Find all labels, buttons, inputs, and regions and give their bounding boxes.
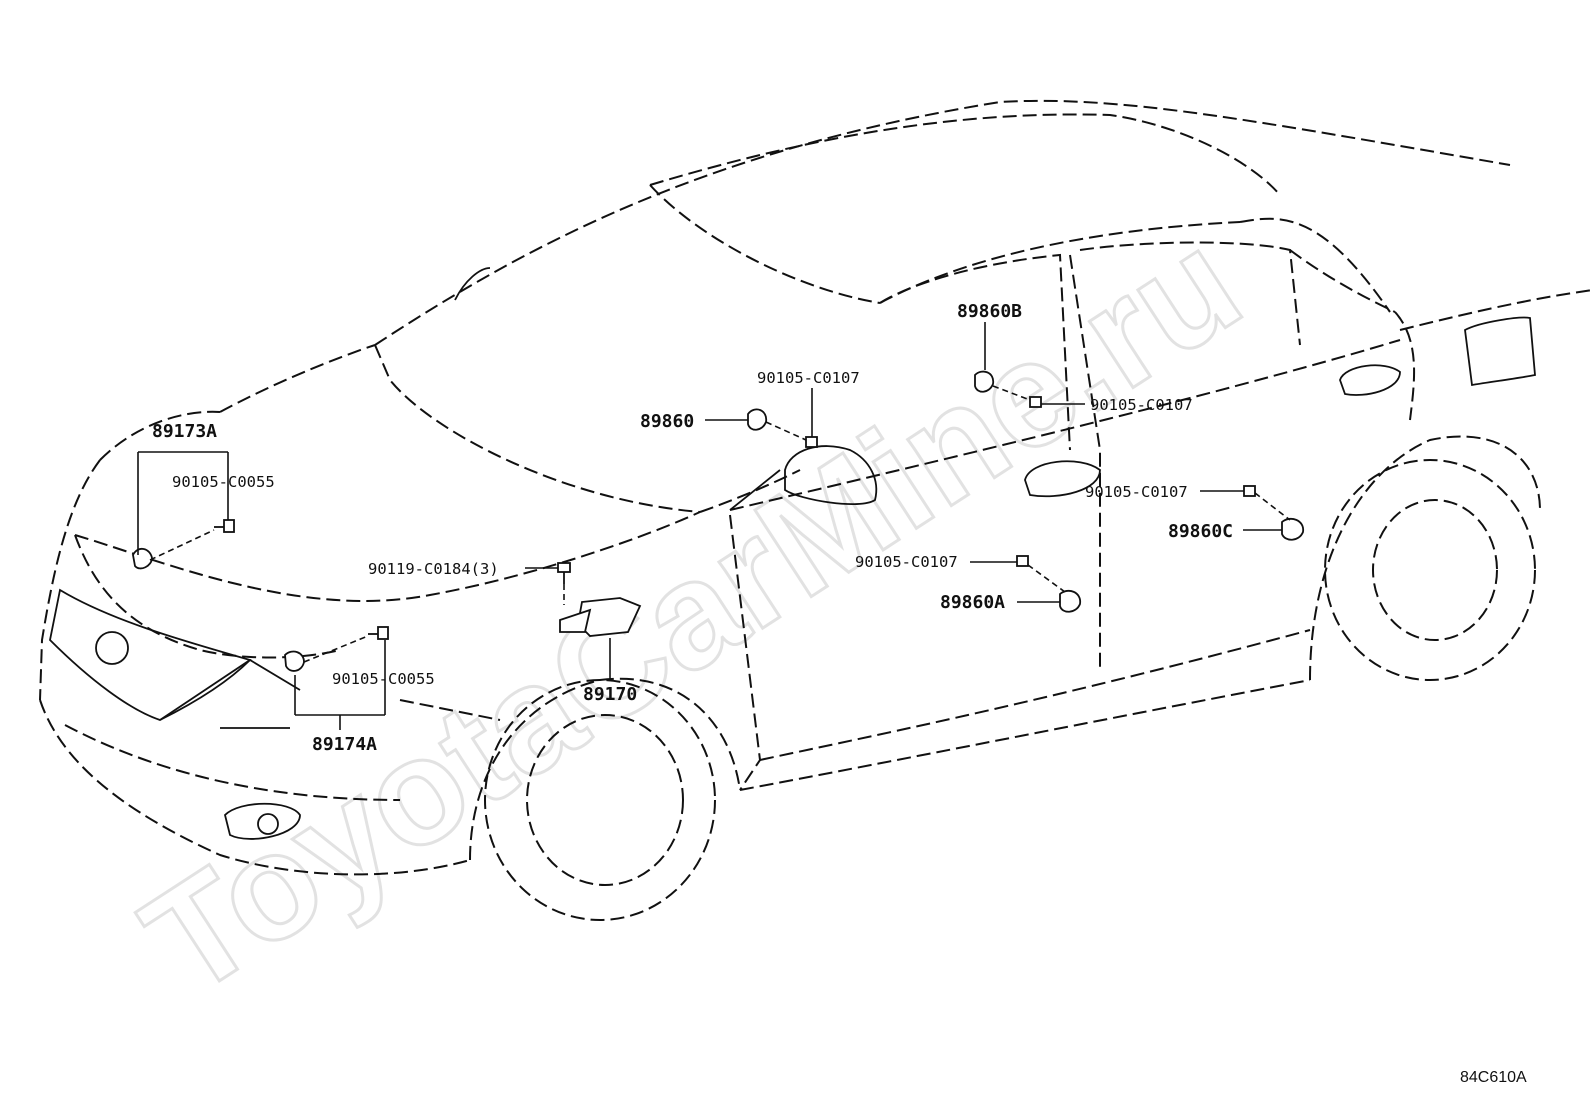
part-89860C-sensor <box>1281 518 1304 541</box>
bolt-icon-front-lower <box>368 626 389 640</box>
bolt-icon-front-upper <box>214 519 235 533</box>
label-90119-c0184: 90119-C0184(3) <box>368 560 499 578</box>
label-90105-c0107-b: 90105-C0107 <box>1090 396 1193 414</box>
part-89173A-sensor <box>132 548 153 570</box>
label-90105-c0107-mirror: 90105-C0107 <box>757 369 860 387</box>
bolt-icon-mirror <box>805 436 818 448</box>
label-89860C: 89860C <box>1168 521 1233 542</box>
label-89170: 89170 <box>583 684 637 705</box>
bolt-icon-b <box>1029 396 1042 408</box>
bolt-icon-center <box>557 562 571 584</box>
watermark: ToyotaCarMine.ru <box>116 198 1268 1027</box>
label-89860: 89860 <box>640 411 694 432</box>
reference-code: 84C610A <box>1460 1069 1527 1086</box>
label-90105-c0055-top: 90105-C0055 <box>172 473 275 491</box>
bolt-icon-c <box>1243 485 1256 497</box>
part-89860B-sensor <box>974 370 994 393</box>
label-89860B: 89860B <box>957 301 1022 322</box>
car-outline <box>39 99 1592 921</box>
part-89860-sensor <box>747 408 767 431</box>
part-89174A-sensor <box>284 650 305 672</box>
part-89860A-sensor <box>1059 590 1081 613</box>
label-90105-c0107-a: 90105-C0107 <box>855 553 958 571</box>
label-90105-c0055-bottom: 90105-C0055 <box>332 670 435 688</box>
label-90105-c0107-c: 90105-C0107 <box>1085 483 1188 501</box>
label-89174A: 89174A <box>312 734 377 755</box>
bolt-icon-a <box>1016 555 1029 567</box>
label-89173A: 89173A <box>152 421 217 442</box>
label-89860A: 89860A <box>940 592 1005 613</box>
part-89170-airbag-module <box>559 597 642 637</box>
leader-lines <box>137 322 1291 730</box>
